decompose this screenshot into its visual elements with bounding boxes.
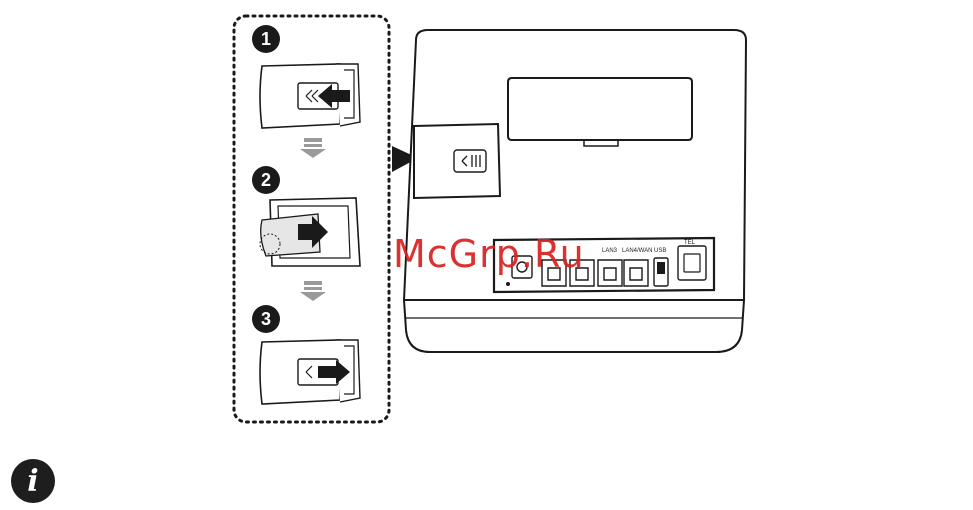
down-arrow-2 [300, 281, 326, 301]
step3-illustration [260, 340, 360, 404]
port-label-tel: TEL [684, 240, 696, 246]
info-icon: i [11, 459, 55, 503]
router-illustration: LAN3 LAN4/WAN USB TEL [404, 30, 746, 352]
step-badge-3: 3 [252, 305, 280, 333]
step2-illustration [260, 198, 360, 266]
port-label-lan4-wan: LAN4/WAN [622, 248, 652, 254]
step-badge-2: 2 [252, 166, 280, 194]
port-label-lan3: LAN3 [602, 248, 618, 254]
info-icon-glyph: i [27, 464, 38, 499]
step1-illustration [260, 64, 360, 128]
watermark-text: McGrp.Ru [393, 232, 585, 276]
down-arrow-1 [300, 138, 326, 158]
port-label-usb: USB [654, 248, 666, 254]
step-badge-1: 1 [252, 25, 280, 53]
